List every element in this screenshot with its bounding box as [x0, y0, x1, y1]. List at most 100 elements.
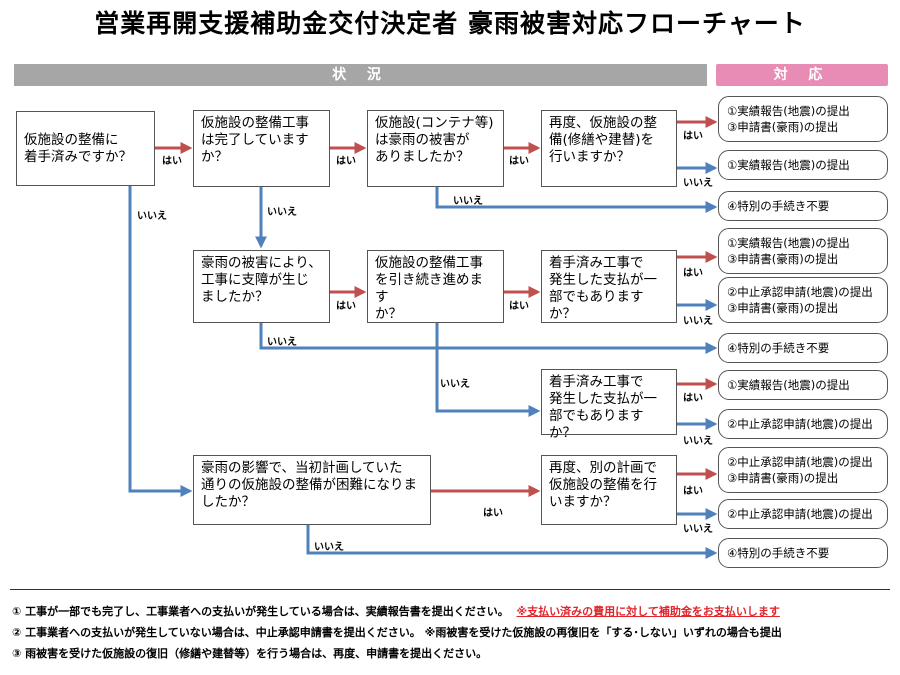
question-line: か？ — [375, 306, 402, 322]
question-line: ましたか？ — [201, 289, 269, 305]
question-box-q4: 再度、仮施設の整 備(修繕や建替)を 行いますか？ — [541, 110, 677, 187]
question-line: 着手済み工事で — [549, 255, 644, 271]
no-arrow-13 — [128, 186, 193, 497]
no-label: いいえ — [137, 211, 167, 222]
outcome-line: ③申請書(豪雨)の提出 — [727, 301, 839, 315]
footnotes: ① 工事が一部でも完了し、工事業者への支払いが発生している場合は、実績報告書を提… — [12, 601, 892, 664]
question-box-q9: 豪雨の影響で、当初計画していた 通りの仮施設の整備が困難になりま したか？ — [193, 455, 431, 525]
question-line: 備(修繕や建替)を — [549, 132, 655, 148]
outcome-line: ④特別の手続き不要 — [727, 341, 830, 355]
yes-label: はい — [509, 156, 529, 167]
outcome-line: ③申請書(豪雨)の提出 — [727, 120, 839, 134]
outcome-line: ②中止承認申請(地震)の提出 — [727, 507, 873, 521]
question-box-q3: 仮施設(コンテナ等) は豪雨の被害が ありましたか？ — [367, 110, 504, 187]
outcome-box-o8: ②中止承認申請(地震)の提出 — [718, 409, 888, 439]
outcome-box-o5: ②中止承認申請(地震)の提出 ③申請書(豪雨)の提出 — [718, 277, 888, 323]
question-box-q1: 仮施設の整備に 着手済みですか？ — [16, 111, 155, 186]
yes-label: はい — [336, 301, 356, 312]
outcome-line: ①実績報告(地震)の提出 — [727, 158, 850, 172]
question-line: 再度、仮施設の整 — [549, 115, 657, 131]
outcome-line: ②中止承認申請(地震)の提出 — [727, 455, 873, 469]
question-line: ありましたか？ — [375, 149, 470, 165]
yes-label: はい — [683, 131, 703, 142]
page-title: 営業再開支援補助金交付決定者 豪雨被害対応フローチャート — [94, 9, 806, 38]
outcome-line: ②中止承認申請(地震)の提出 — [727, 417, 873, 431]
no-label: いいえ — [267, 337, 297, 348]
question-line: 発生した支払が一 — [549, 272, 657, 288]
question-box-q6: 仮施設の整備工事 を引き続き進めます か？ — [367, 250, 504, 323]
outcome-line: ①実績報告(地震)の提出 — [727, 378, 850, 392]
outcome-box-o2: ①実績報告(地震)の提出 — [718, 150, 888, 180]
question-line: 発生した支払が一 — [549, 391, 657, 407]
question-line: を引き続き進めます — [375, 272, 483, 305]
response-header: 対 応 — [716, 64, 888, 86]
outcome-box-o6: ④特別の手続き不要 — [718, 333, 888, 363]
question-box-q5: 豪雨の被害により、 工事に支障が生じ ましたか？ — [193, 250, 330, 323]
no-arrow-16 — [435, 323, 541, 417]
outcome-line: ③申請書(豪雨)の提出 — [727, 471, 839, 485]
no-label: いいえ — [683, 524, 713, 535]
footnote-1: ① 工事が一部でも完了し、工事業者への支払いが発生している場合は、実績報告書を提… — [12, 601, 892, 622]
question-line: は完了しています — [201, 132, 309, 148]
question-line: 再度、別の計画で — [549, 460, 657, 476]
outcome-line: ④特別の手続き不要 — [727, 199, 830, 213]
no-label: いいえ — [453, 196, 483, 207]
question-box-q8: 着手済み工事で 発生した支払が一 部でもありますか？ — [541, 369, 677, 441]
outcome-box-o11: ④特別の手続き不要 — [718, 538, 888, 568]
question-line: 豪雨の被害により、 — [201, 255, 322, 271]
yes-label: はい — [683, 486, 703, 497]
footnote-red-text: ※支払い済みの費用に対して補助金をお支払いします — [516, 605, 780, 618]
question-line: 仮施設の整備を行 — [549, 477, 657, 493]
outcome-line: ②中止承認申請(地震)の提出 — [727, 285, 873, 299]
question-line: 仮施設の整備工事 — [201, 115, 309, 131]
question-box-q2: 仮施設の整備工事 は完了しています か？ — [193, 110, 330, 187]
no-label: いいえ — [683, 436, 713, 447]
no-label: いいえ — [440, 379, 470, 390]
question-line: 着手済み工事で — [549, 374, 644, 390]
no-label: いいえ — [267, 207, 297, 218]
question-line: 工事に支障が生じ — [201, 272, 309, 288]
question-line: 部でもありますか？ — [549, 289, 644, 322]
question-line: したか？ — [201, 494, 255, 510]
question-line: 仮施設の整備工事 — [375, 255, 483, 271]
footnote-text: ① 工事が一部でも完了し、工事業者への支払いが発生している場合は、実績報告書を提… — [12, 605, 509, 618]
footnote-2: ② 工事業者への支払いが発生していない場合は、中止承認申請書を提出ください。 ※… — [12, 622, 892, 643]
no-label: いいえ — [683, 178, 713, 189]
outcome-box-o1: ①実績報告(地震)の提出 ③申請書(豪雨)の提出 — [718, 96, 888, 142]
footnote-text: ③ 雨被害を受けた仮施設の復旧（修繕や建替等）を行う場合は、再度、申請書を提出く… — [12, 647, 488, 660]
question-box-q7: 着手済み工事で 発生した支払が一 部でもありますか？ — [541, 250, 677, 323]
outcome-box-o7: ①実績報告(地震)の提出 — [718, 370, 888, 400]
no-arrow-19 — [306, 525, 718, 559]
yes-label: はい — [336, 156, 356, 167]
question-line: か？ — [201, 149, 228, 165]
outcome-line: ①実績報告(地震)の提出 — [727, 104, 850, 118]
question-box-q10: 再度、別の計画で 仮施設の整備を行 いますか？ — [541, 455, 677, 525]
outcome-box-o4: ①実績報告(地震)の提出 ③申請書(豪雨)の提出 — [718, 228, 888, 274]
yes-label: はい — [162, 156, 182, 167]
yes-label: はい — [483, 508, 503, 519]
question-line: 着手済みですか？ — [24, 148, 132, 165]
question-line: 部でもありますか？ — [549, 408, 644, 441]
no-arrow-11 — [435, 187, 718, 213]
question-line: 仮施設の整備に — [24, 131, 119, 148]
question-line: 仮施設(コンテナ等) — [375, 115, 494, 131]
no-label: いいえ — [683, 316, 713, 327]
outcome-box-o3: ④特別の手続き不要 — [718, 191, 888, 221]
yes-label: はい — [509, 301, 529, 312]
outcome-line: ④特別の手続き不要 — [727, 546, 830, 560]
footnote-text: ② 工事業者への支払いが発生していない場合は、中止承認申請書を提出ください。 ※… — [12, 626, 782, 639]
question-line: 通りの仮施設の整備が困難になりま — [201, 477, 417, 493]
yes-label: はい — [683, 268, 703, 279]
question-line: 行いますか？ — [549, 149, 630, 165]
yes-label: はい — [683, 393, 703, 404]
flow-arrows — [128, 116, 718, 559]
no-arrow-15 — [259, 323, 718, 354]
question-line: いますか？ — [549, 494, 617, 510]
outcome-box-o10: ②中止承認申請(地震)の提出 — [718, 499, 888, 529]
notes-divider — [10, 589, 890, 590]
no-label: いいえ — [314, 542, 344, 553]
outcome-line: ①実績報告(地震)の提出 — [727, 236, 850, 250]
outcome-line: ③申請書(豪雨)の提出 — [727, 252, 839, 266]
status-header: 状 況 — [14, 64, 707, 86]
question-line: は豪雨の被害が — [375, 132, 470, 148]
